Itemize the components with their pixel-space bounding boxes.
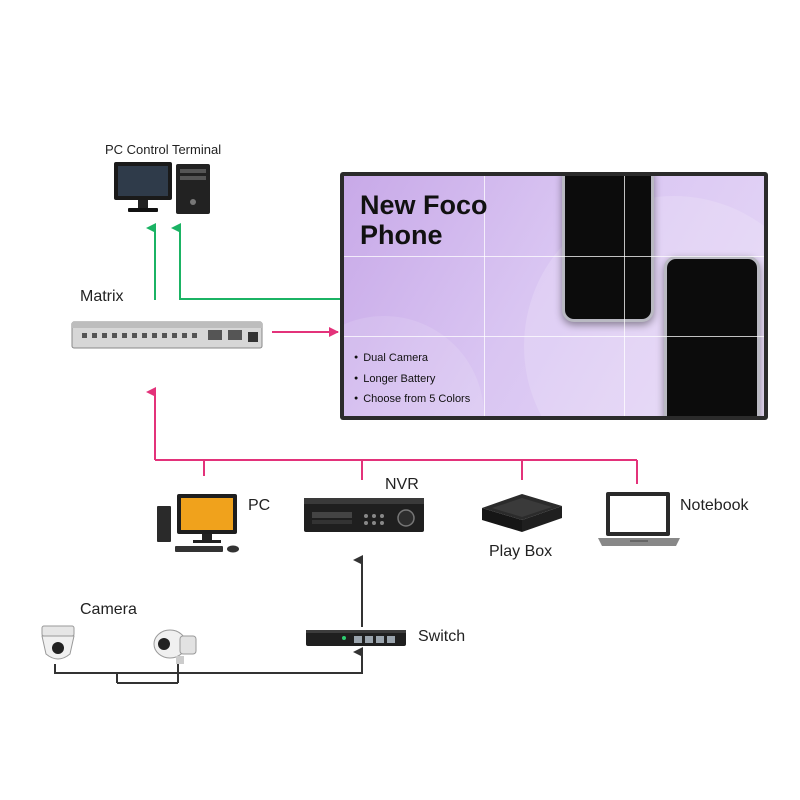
pc-icon	[157, 494, 239, 553]
matrix-switcher-icon	[71, 321, 263, 349]
wall-to-control-link	[171, 223, 340, 300]
bullet-camera-icon	[153, 629, 197, 664]
play-box-icon	[482, 494, 562, 532]
feature-item: Longer Battery	[354, 369, 470, 390]
panel-seam	[484, 176, 485, 416]
feature-item: Dual Camera	[354, 348, 470, 369]
panel-seam	[624, 176, 625, 416]
headline-line-2: Phone	[360, 220, 443, 250]
video-wall-screen: New Foco Phone Dual Camera Longer Batter…	[344, 176, 764, 416]
screen-headline: New Foco Phone	[360, 190, 488, 250]
play-box-label: Play Box	[489, 543, 553, 560]
network-switch-icon	[306, 630, 406, 646]
phone-image	[562, 176, 654, 322]
pc-label: PC	[248, 497, 271, 514]
pc-control-terminal-icon	[114, 162, 210, 214]
notebook-icon	[598, 492, 680, 546]
video-wall: New Foco Phone Dual Camera Longer Batter…	[340, 172, 768, 420]
headline-line-1: New Foco	[360, 190, 488, 220]
cameras-to-switch-link	[54, 647, 363, 674]
dome-camera-icon	[41, 625, 75, 660]
panel-seam	[344, 336, 764, 337]
feature-list: Dual Camera Longer Battery Choose from 5…	[354, 348, 470, 410]
nvr-label: NVR	[385, 476, 419, 493]
notebook-label: Notebook	[680, 497, 749, 514]
switch-label: Switch	[418, 628, 466, 645]
matrix-label: Matrix	[80, 288, 124, 305]
panel-seam	[344, 256, 764, 257]
nvr-icon	[304, 498, 424, 532]
feature-item: Choose from 5 Colors	[354, 389, 470, 410]
camera-label: Camera	[80, 601, 137, 618]
pc-control-terminal-label: PC Control Terminal	[105, 142, 222, 157]
